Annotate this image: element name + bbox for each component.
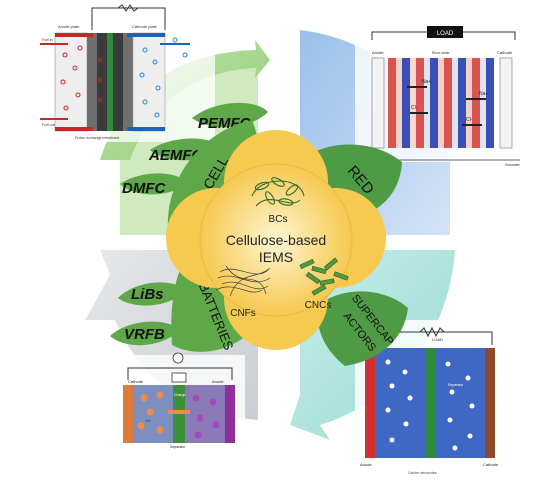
red-cathode-label: Cathode <box>497 50 513 55</box>
cnf-label: CNFs <box>230 308 256 319</box>
center-title-line1: Cellulose-based <box>226 232 326 248</box>
battery-schematic: Cathode Anode Separator Charge Li+ <box>115 352 245 453</box>
red-ion-1: Na+ <box>422 79 431 85</box>
fuel-cell-schematic: Anode plate Cathode plate Fuel in Fuel o… <box>40 4 215 142</box>
center-title-line2: IEMS <box>259 249 293 265</box>
red-ion-2: Cl- <box>411 105 418 111</box>
fc-fuel-in-label: Fuel in <box>42 38 53 42</box>
bat-cathode-label: Cathode <box>128 379 144 384</box>
red-seawater-label: Seawater <box>505 163 521 167</box>
fc-fuel-out-label: Fuel out <box>42 123 55 127</box>
cnc-sketch <box>299 257 349 296</box>
red-schematic: LOAD Na+ Cl- Na+ Cl- <box>355 22 535 167</box>
bc-sketch <box>251 177 305 207</box>
fc-membrane-label: Proton exchange membrane <box>75 136 119 140</box>
fc-cathode-label: Cathode plate <box>132 24 158 29</box>
leaf-vrfb: VRFB <box>110 321 180 346</box>
sc-load-label: LOAD <box>432 337 443 342</box>
sc-separator-label: Separator <box>448 383 464 387</box>
cnc-label: CNCs <box>305 300 332 311</box>
red-ion-3: Na+ <box>479 91 488 97</box>
bat-anode-label: Anode <box>212 379 224 384</box>
sc-anode-label: Anode <box>360 462 372 467</box>
leaf-dmfc-label: DMFC <box>122 180 166 197</box>
leaf-vrfb-label: VRFB <box>124 326 165 343</box>
bat-charge-label: Charge <box>174 393 186 397</box>
red-membrane-stack <box>388 58 494 148</box>
leaf-dmfc: DMFC <box>120 173 186 197</box>
red-load-label: LOAD <box>437 31 454 37</box>
red-anode-label: Anode <box>372 50 384 55</box>
leaf-aemfc-label: AEMFC <box>148 147 203 164</box>
red-ion-4: Cl- <box>466 117 473 123</box>
bc-label: BCs <box>269 214 288 225</box>
leaf-libs: LiBs <box>118 282 186 306</box>
sc-caption-label: Carbon electrodes <box>408 471 437 475</box>
cnf-sketch <box>215 265 271 297</box>
bat-electrolyte-label: Li+ <box>146 419 151 423</box>
sc-cathode-label: Cathode <box>483 462 499 467</box>
bat-separator-label: Separator <box>170 445 186 449</box>
fc-anode-label: Anode plate <box>58 24 80 29</box>
petal-supercap: SUPERCAP ACTORS <box>317 291 408 366</box>
red-riverwater-label: River water <box>432 51 451 55</box>
leaf-libs-label: LiBs <box>131 286 164 303</box>
